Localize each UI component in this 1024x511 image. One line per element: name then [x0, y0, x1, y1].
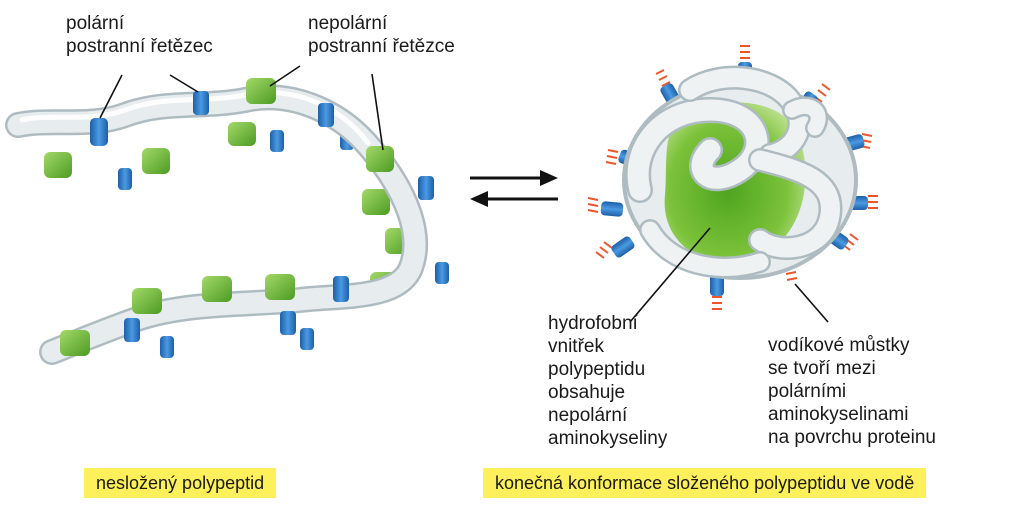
polypeptide-backbone [7, 86, 426, 363]
nonpolar-side-chain [228, 122, 256, 146]
unfolded-polypeptide-caption: nesložený polypeptid [84, 468, 277, 498]
polar-side-chain [90, 118, 108, 146]
polar-side-chain [600, 201, 624, 217]
nonpolar-side-chain [142, 148, 170, 174]
nonpolar-side-chain [132, 288, 162, 314]
equilibrium-arrows-icon [470, 170, 558, 207]
hydrophobic-interior-label: hydrofobní vnitřek polypeptidu obsahuje … [548, 313, 668, 449]
nonpolar-side-chain [246, 78, 276, 104]
hbond-marker [605, 149, 619, 165]
polar-side-chain [280, 311, 296, 335]
polar-side-chain [300, 328, 314, 350]
polar-side-chain [193, 91, 209, 115]
polar-side-chain [318, 103, 334, 127]
nonpolar-side-chain [60, 330, 90, 356]
nonpolar-side-chain [265, 274, 295, 300]
nonpolar-side-chain [366, 146, 394, 172]
hbond-marker [595, 241, 613, 259]
hbond-marker [587, 197, 599, 213]
nonpolar-side-chain [44, 152, 72, 178]
hbond-marker [740, 45, 750, 59]
folded-label-leaders [629, 227, 829, 323]
polar-side-chain [611, 236, 635, 258]
polar-side-chain [270, 130, 284, 152]
hbond-marker [712, 296, 722, 310]
folded-conformation-caption: konečná konformace složeného polypeptidu… [483, 468, 927, 498]
polar-side-chain [710, 274, 724, 296]
unfolded-side-chains-front [60, 78, 434, 356]
folded-protein [587, 45, 878, 323]
hbond-marker [655, 69, 671, 87]
unfolded-polypeptide [5, 65, 449, 365]
polar-side-chain [160, 336, 174, 358]
hydrogen-bonds-label: vodíkové můstky se tvoří mezi polárními … [768, 335, 936, 448]
hbond-marker [868, 195, 878, 209]
polar-label-leaders [99, 65, 384, 151]
polar-side-chain [124, 318, 140, 342]
nonpolar-side-chain [202, 276, 232, 302]
nonpolar-side-chains-label: nepolární postranní řetězce [308, 13, 455, 57]
polar-side-chain [435, 262, 449, 284]
polar-side-chain [333, 276, 349, 302]
polar-side-chain [118, 168, 132, 190]
polar-side-chain-label: polární postranní řetězec [66, 13, 213, 57]
folded-backbone [625, 65, 843, 279]
polar-side-chain [418, 176, 434, 200]
nonpolar-side-chain [362, 189, 390, 215]
